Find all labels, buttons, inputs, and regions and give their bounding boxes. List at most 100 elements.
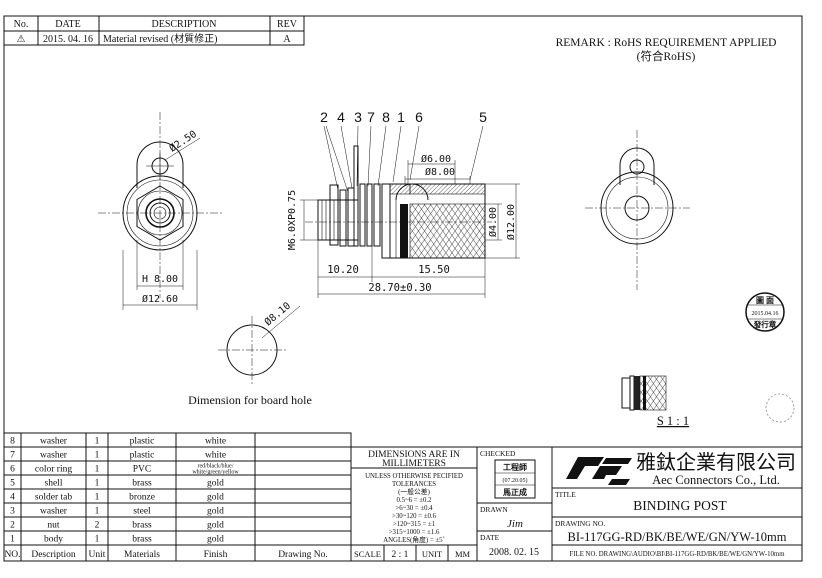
bom-header-unit: Unit xyxy=(89,550,106,560)
bom-cell-materials: plastic xyxy=(130,451,155,461)
bom-header-finish: Finish xyxy=(204,550,228,560)
release-stamp: 圖 面 2015.04.16 發行章 xyxy=(745,292,785,332)
checked-stamp-name: 馬正成 xyxy=(503,487,527,497)
board-hole-caption: Dimension for board hole xyxy=(188,393,312,407)
bom-cell-finish: white/green/yellow xyxy=(192,470,239,476)
dim-ring-outer: Ø8.00 xyxy=(425,166,455,178)
dim-thread: M6.0XP0.75 xyxy=(287,190,298,250)
unit-value: MM xyxy=(455,549,471,559)
scale-1to1-label: S 1 : 1 xyxy=(657,414,689,428)
dim-hole-dia: Ø2.50 xyxy=(167,128,199,154)
stamp-line1: 圖 面 xyxy=(756,295,774,305)
date-value: 2008. 02. 15 xyxy=(489,547,539,558)
title-block: 雅鈦企業有限公司 Aec Connectors Co., Ltd. TITLE … xyxy=(551,446,803,562)
bom-header-materials: Materials xyxy=(124,550,160,560)
bom-cell-description: solder tab xyxy=(35,493,72,503)
callout-1: 1 xyxy=(397,109,405,125)
bom-cell-materials: plastic xyxy=(130,437,155,447)
company-name-en: Aec Connectors Co., Ltd. xyxy=(652,473,780,487)
dim-flange-dia: Ø12.60 xyxy=(142,293,178,305)
callout-3: 3 xyxy=(354,109,362,125)
bom-cell-finish: red/black/blue/ xyxy=(198,464,234,470)
tol-title1: DIMENSIONS ARE IN xyxy=(368,450,460,460)
bom-row: 7 washer 1 plastic white xyxy=(10,451,226,461)
bom-cell-finish: gold xyxy=(207,479,224,489)
bom-cell-description: shell xyxy=(45,479,63,489)
bom-cell-unit: 1 xyxy=(95,451,100,461)
bom-cell-materials: brass xyxy=(132,479,152,489)
bom-cell-unit: 2 xyxy=(95,521,100,531)
callout-5: 5 xyxy=(479,109,487,125)
bom-cell-description: washer xyxy=(40,437,68,447)
bom-cell-materials: bronze xyxy=(129,493,155,503)
revision-table: No. DATE DESCRIPTION REV ⚠ 2015. 04. 16 … xyxy=(3,15,305,46)
unit-label: UNIT xyxy=(422,549,443,559)
bom-header-description: Description xyxy=(31,550,76,560)
bom-cell-description: nut xyxy=(47,521,60,531)
tol-line-3: 0.5~6 = ±0.2 xyxy=(396,497,432,504)
bom-header-no: NO. xyxy=(4,550,20,560)
title-value: BINDING POST xyxy=(633,498,727,513)
dim-len-left: 10.20 xyxy=(327,264,359,276)
drawn-label: DRAWN xyxy=(480,505,508,514)
dim-body-small: Ø4.00 xyxy=(487,207,499,237)
rev-header-no: No. xyxy=(14,19,29,30)
bom-cell-no: 5 xyxy=(10,479,15,489)
side-view: 2 4 3 7 8 1 6 5 xyxy=(287,109,520,298)
remark-line1: REMARK : RoHS REQUIREMENT APPLIED xyxy=(556,37,777,49)
bom-row: 5 shell 1 brass gold xyxy=(10,479,224,489)
bom-cell-finish: white xyxy=(205,451,226,461)
callout-6: 6 xyxy=(415,109,423,125)
bom-cell-description: washer xyxy=(40,451,68,461)
bom-cell-description: body xyxy=(44,535,63,545)
rev-header-description: DESCRIPTION xyxy=(151,19,216,30)
tolerance-block: DIMENSIONS ARE IN MILLIMETERS UNLESS OTH… xyxy=(350,446,478,562)
bom-cell-materials: brass xyxy=(132,535,152,545)
title-label: TITLE xyxy=(555,490,576,499)
bom-header-drawing-no: Drawing No. xyxy=(278,550,328,560)
bom-cell-no: 4 xyxy=(10,493,15,503)
dim-body-large: Ø12.00 xyxy=(505,204,517,240)
bom-cell-no: 2 xyxy=(10,521,15,531)
bom-cell-finish: gold xyxy=(207,507,224,517)
bom-cell-materials: steel xyxy=(133,507,151,517)
bom-cell-finish: gold xyxy=(207,521,224,531)
tol-line-6: >120~315 = ±1 xyxy=(393,521,435,528)
tol-line-7: >315~1000 = ±1.6 xyxy=(389,529,440,536)
drawn-value: Jim xyxy=(507,518,523,530)
bom-cell-unit: 1 xyxy=(95,479,100,489)
tol-line-1: TOLERANCES xyxy=(392,481,436,488)
scale-1to1-view: S 1 : 1 xyxy=(621,375,795,428)
stamp-line3: 發行章 xyxy=(753,319,777,329)
dim-ring-inner: Ø6.00 xyxy=(421,153,451,165)
rear-view xyxy=(585,130,690,290)
bom-cell-no: 6 xyxy=(10,465,15,475)
dim-board-hole: Ø8.10 xyxy=(262,300,293,329)
callout-4: 4 xyxy=(337,109,345,125)
board-hole-view: Ø8.10 Dimension for board hole xyxy=(188,300,312,407)
bom-cell-finish: gold xyxy=(207,493,224,503)
rev-row-rev: A xyxy=(283,34,291,45)
bom-cell-materials: PVC xyxy=(133,465,151,475)
bom-cell-no: 3 xyxy=(10,507,15,517)
bom-cell-no: 7 xyxy=(10,451,15,461)
drawing-no-label: DRAWING NO. xyxy=(555,519,605,528)
date-label: DATE xyxy=(480,533,500,542)
drawing-no-value: BI-117GG-RD/BK/BE/WE/GN/YW-10mm xyxy=(568,530,787,544)
company-name-cn: 雅鈦企業有限公司 xyxy=(636,451,796,474)
checked-stamp-date: (07.20.05) xyxy=(503,477,528,484)
tol-line-0: UNLESS OTHERWISE PECIFIED xyxy=(365,473,463,480)
dim-len-right: 15.50 xyxy=(418,264,450,276)
tol-title2: MILLIMETERS xyxy=(382,459,446,469)
callout-7: 7 xyxy=(367,109,375,125)
bom-cell-unit: 1 xyxy=(95,465,100,475)
company-logo xyxy=(566,457,632,485)
scale-value: 2 : 1 xyxy=(392,550,409,560)
file-no: FILE NO. DRAWING\AUDIO\BI\BI-117GG-RD/BK… xyxy=(570,551,786,558)
